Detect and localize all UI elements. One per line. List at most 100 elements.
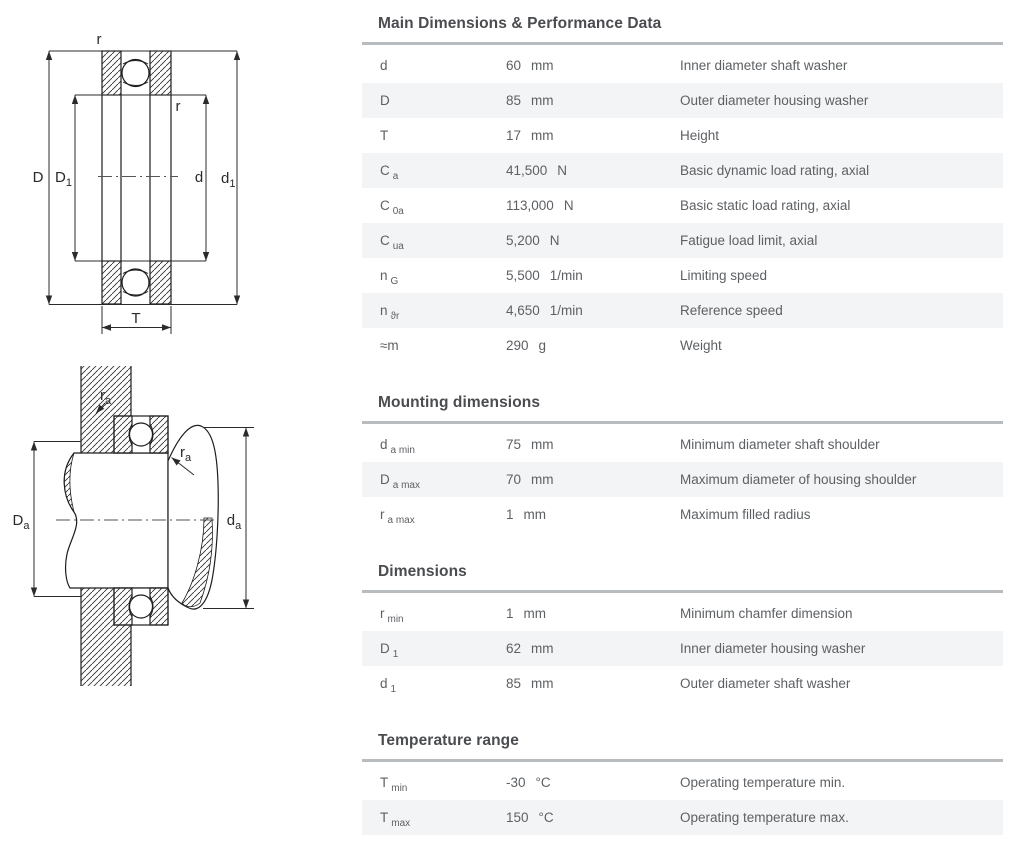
- value-unit: 1/min: [549, 303, 583, 318]
- value-cell: -30 °C: [506, 775, 680, 790]
- label-da: da: [227, 512, 242, 532]
- description-cell: Basic dynamic load rating, axial: [680, 163, 870, 178]
- ra-leader-bottom: [171, 457, 195, 476]
- value-unit: mm: [523, 606, 547, 621]
- description-cell: Inner diameter housing washer: [680, 641, 866, 656]
- label-D: D: [33, 169, 44, 186]
- value-number: 70: [506, 472, 522, 487]
- symbol-subscript: a max: [387, 515, 415, 526]
- value-cell: 5,500 1/min: [506, 268, 680, 283]
- section-title: Temperature range: [378, 732, 519, 749]
- label-ra-bottom: ra: [180, 444, 192, 464]
- value-number: 4,650: [506, 303, 540, 318]
- symbol-base: D: [380, 93, 390, 108]
- section-title: Main Dimensions & Performance Data: [378, 15, 662, 32]
- value-cell: 113,000 N: [506, 198, 680, 213]
- symbol-cell: ≈m: [380, 338, 506, 353]
- value-unit: mm: [531, 128, 554, 143]
- symbol-base: r: [380, 507, 385, 522]
- description-cell: Operating temperature max.: [680, 810, 849, 825]
- description-cell: Fatigue load limit, axial: [680, 233, 818, 248]
- ball-bottom: [128, 594, 154, 619]
- value-unit: mm: [531, 93, 554, 108]
- value-number: -30: [506, 775, 526, 790]
- value-unit: mm: [523, 507, 547, 522]
- dimension-lines: [30, 402, 254, 609]
- value-number: 150: [506, 810, 529, 825]
- value-number: 113,000: [506, 198, 554, 213]
- table-row: d 60 mm Inner diameter shaft washer: [362, 48, 1003, 83]
- value-unit: mm: [531, 58, 554, 73]
- value-number: 41,500: [506, 163, 548, 178]
- label-d1: d1: [221, 170, 235, 190]
- label-D1: D1: [55, 169, 72, 189]
- bearing-cross-section-drawing: r r D D1 d d1 T: [33, 31, 241, 334]
- symbol-subscript: a max: [392, 480, 420, 491]
- symbol-subscript: min: [387, 614, 404, 625]
- value-unit: mm: [531, 472, 554, 487]
- label-T: T: [131, 310, 140, 327]
- symbol-subscript: ua: [392, 241, 404, 252]
- label-r-inner: r: [176, 98, 181, 115]
- value-unit: °C: [535, 775, 551, 790]
- symbol-cell: d: [380, 58, 506, 73]
- symbol-base: n: [380, 268, 388, 283]
- value-number: 290: [506, 338, 529, 353]
- ball-top: [128, 422, 154, 447]
- value-cell: 150°C: [506, 810, 680, 825]
- description-cell: Limiting speed: [680, 268, 768, 283]
- description-cell: Outer diameter housing washer: [680, 93, 869, 108]
- section-divider: [362, 759, 1003, 762]
- value-unit: mm: [531, 676, 554, 691]
- value-number: 17: [506, 128, 522, 143]
- symbol-base: D: [380, 472, 390, 487]
- value-unit: N: [563, 198, 574, 213]
- bearing-section-geometry: [101, 50, 172, 305]
- value-number: 60: [506, 58, 522, 73]
- value-unit: 1/min: [549, 268, 583, 283]
- symbol-subscript: 1: [390, 684, 397, 695]
- description-cell: Height: [680, 128, 720, 143]
- value-number: 5,200: [506, 233, 540, 248]
- description-cell: Inner diameter shaft washer: [680, 58, 848, 73]
- description-cell: Minimum chamfer dimension: [680, 606, 853, 621]
- symbol-subscript: G: [390, 276, 399, 287]
- value-number: 1: [506, 507, 514, 522]
- value-number: 1: [506, 606, 514, 621]
- description-cell: Outer diameter shaft washer: [680, 676, 851, 691]
- symbol-base: d: [380, 676, 388, 691]
- description-cell: Maximum filled radius: [680, 507, 811, 522]
- value-unit: g: [538, 338, 547, 353]
- label-ra-top: ra: [100, 387, 112, 407]
- symbol-base: n: [380, 303, 388, 318]
- cage-curves: [128, 423, 154, 618]
- value-number: 75: [506, 437, 522, 452]
- value-number: 5,500: [506, 268, 540, 283]
- value-number: 85: [506, 676, 522, 691]
- symbol-base: C: [380, 163, 390, 178]
- symbol-base: d: [380, 437, 388, 452]
- section-divider: [362, 42, 1003, 45]
- label-Da: Da: [13, 512, 31, 532]
- symbol-subscript: 0a: [392, 206, 404, 217]
- value-cell: 17 mm: [506, 128, 680, 143]
- symbol-base: d: [380, 58, 388, 73]
